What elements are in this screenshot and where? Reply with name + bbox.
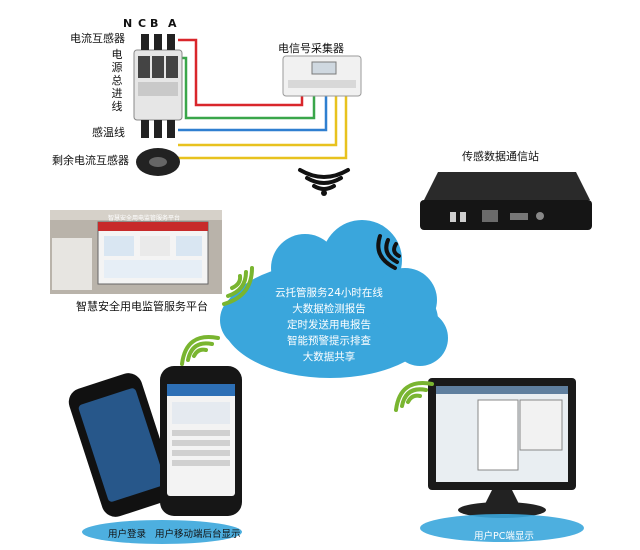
wifi-icon bbox=[298, 168, 350, 196]
current-transformer-label: 电流互感器 bbox=[70, 32, 125, 45]
platform-label: 智慧安全用电监管服务平台 bbox=[76, 300, 208, 313]
wire-yellow bbox=[178, 92, 338, 147]
signal-collector bbox=[282, 55, 362, 97]
cloud-text: 云托管服务24小时在线 大数据检测报告 定时发送用电报告 智能预警提示排查 大数… bbox=[262, 285, 396, 365]
phones-base bbox=[82, 520, 242, 544]
wifi-icon bbox=[180, 335, 220, 366]
wire-green bbox=[178, 56, 316, 120]
circuit-breaker bbox=[133, 34, 183, 138]
temp-line-label: 感温线 bbox=[92, 126, 125, 139]
pc-base bbox=[420, 514, 584, 542]
cloud-line: 大数据共享 bbox=[302, 351, 356, 363]
pc-monitor bbox=[428, 378, 576, 518]
cloud-line: 大数据检测报告 bbox=[292, 303, 366, 315]
user-mobile-label: 用户移动端后台显示 bbox=[155, 529, 241, 540]
phase-label: N bbox=[123, 17, 133, 30]
phase-label: B bbox=[150, 17, 159, 30]
cloud-line: 云托管服务24小时在线 bbox=[275, 287, 383, 299]
user-login-label: 用户登录 bbox=[108, 529, 147, 540]
phone-left bbox=[68, 373, 176, 517]
residual-ct-label: 剩余电流互感器 bbox=[52, 154, 129, 167]
wires bbox=[178, 38, 348, 160]
power-main-line-label: 电源总进线 bbox=[111, 48, 123, 113]
cloud bbox=[220, 220, 448, 378]
cloud-line: 智能预警提示排查 bbox=[287, 335, 371, 347]
wire-red bbox=[178, 38, 304, 107]
comm-station-label: 传感数据通信站 bbox=[462, 150, 539, 163]
collector-label: 电信号采集器 bbox=[278, 42, 344, 55]
phone-right bbox=[160, 366, 242, 516]
wifi-icon bbox=[222, 266, 254, 306]
cloud-line: 定时发送用电报告 bbox=[287, 319, 371, 331]
screen-title: 智慧安全用电监管服务平台 bbox=[108, 215, 181, 222]
wifi-icon bbox=[376, 234, 401, 270]
residual-ct-ring bbox=[136, 148, 180, 176]
wire-yellow-2 bbox=[178, 92, 348, 160]
comm-station-box bbox=[420, 172, 592, 230]
platform-photo bbox=[50, 210, 222, 294]
wifi-icon bbox=[394, 381, 434, 412]
phase-label: C bbox=[138, 17, 147, 30]
user-pc-label: 用户PC端显示 bbox=[474, 531, 534, 542]
wire-blue bbox=[178, 92, 328, 132]
phase-label: A bbox=[168, 17, 177, 30]
